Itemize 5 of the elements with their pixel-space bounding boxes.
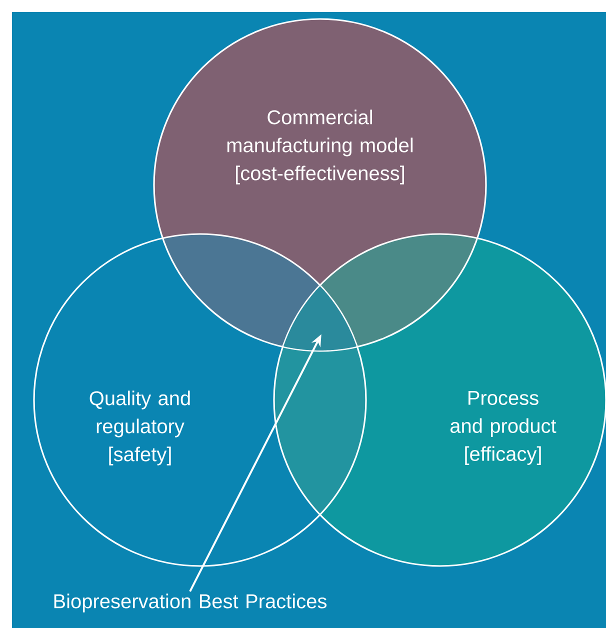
circle-label: Commercial manufacturing model [cost-effectiveness] xyxy=(227,110,413,184)
caption-text: Biopreservation Best Practices xyxy=(54,594,326,612)
circle-label: Quality and regulatory [safety] xyxy=(90,390,190,466)
overlap-region xyxy=(284,286,356,350)
circle-label: Process and product [efficacy] xyxy=(450,391,556,465)
